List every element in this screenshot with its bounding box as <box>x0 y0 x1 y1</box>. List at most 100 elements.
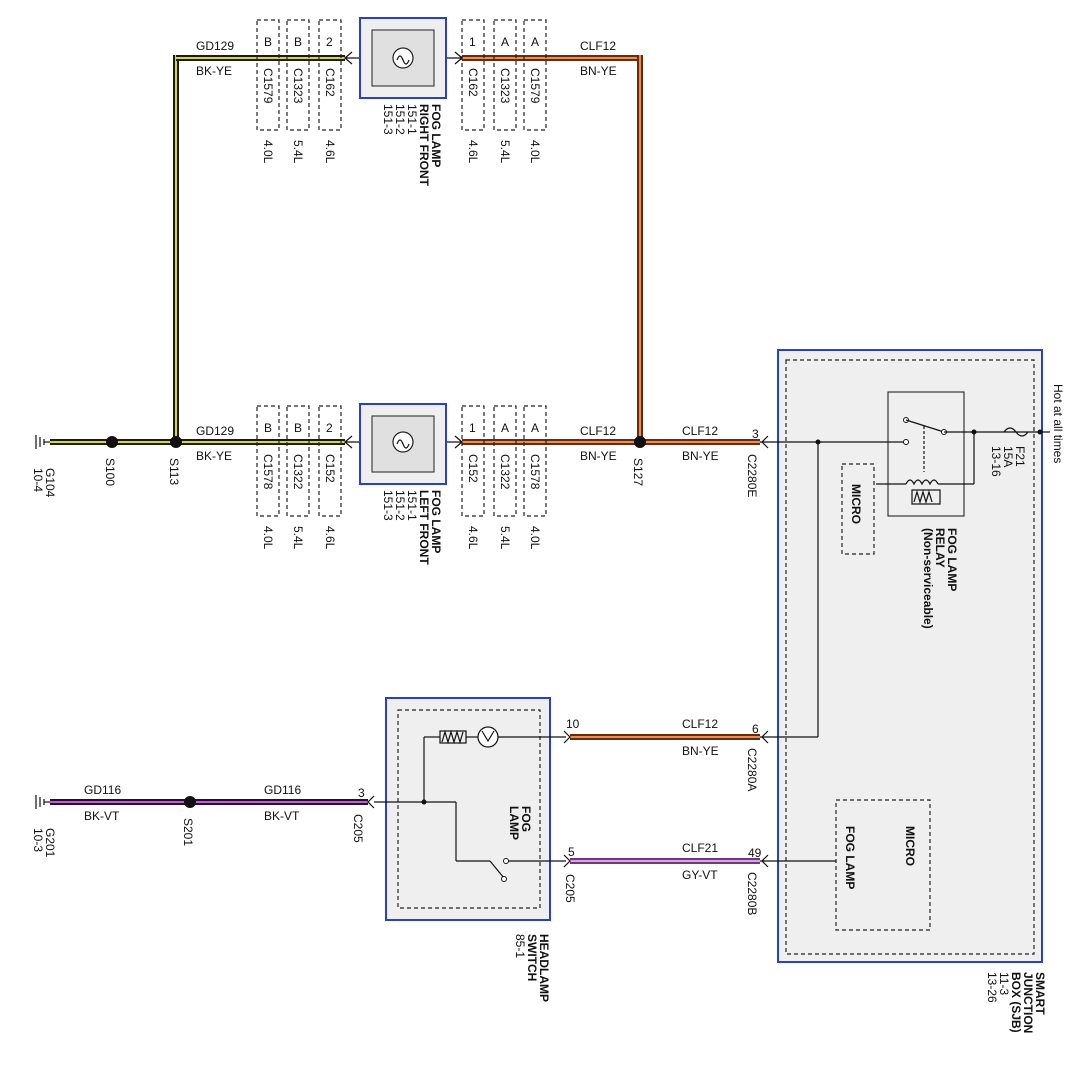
wire-label-gd116-right: GD116 <box>264 783 301 797</box>
wire-label-clf12-top: CLF12 <box>580 39 616 53</box>
svg-text:(Non-serviceable): (Non-serviceable) <box>921 528 935 629</box>
wire-label-bkye-top: BK-YE <box>196 64 232 78</box>
svg-text:C2280A: C2280A <box>745 748 759 791</box>
svg-text:FOG LAMP: FOG LAMP <box>429 104 443 167</box>
switch-pin-c205-3: 3 C205 <box>351 786 375 843</box>
wire-label-bnye-sjb: BN-YE <box>682 449 719 463</box>
svg-text:2: 2 <box>326 35 333 49</box>
svg-text:LEFT FRONT: LEFT FRONT <box>417 490 431 565</box>
ground-g104-label: G104 <box>43 468 57 498</box>
wire-label-bkvt-left: BK-VT <box>84 809 120 823</box>
splice-s127-dot <box>634 436 646 448</box>
svg-text:3: 3 <box>358 786 365 800</box>
ground-g104-ref: 10-4 <box>31 468 45 492</box>
svg-text:B: B <box>294 35 302 49</box>
lf-lamp-box <box>344 403 463 485</box>
wire-label-gd129-bottom: GD129 <box>196 424 234 438</box>
svg-text:B: B <box>264 35 272 49</box>
wire-label-clf21: CLF21 <box>682 841 718 855</box>
svg-text:C162: C162 <box>323 68 337 97</box>
svg-text:85-1: 85-1 <box>513 934 527 958</box>
wire-label-clf12-lf: CLF12 <box>580 424 616 438</box>
switch-pin-c205-5: 5 C205 <box>563 845 577 903</box>
svg-text:C1322: C1322 <box>498 454 512 490</box>
wire-label-gd116-left: GD116 <box>84 783 121 797</box>
micro-2-label: MICRO <box>903 826 917 866</box>
headlamp-switch-internal <box>374 726 566 882</box>
svg-text:4.0L: 4.0L <box>261 526 275 550</box>
splice-s113-dot <box>170 436 182 448</box>
ground-g104-symbol <box>35 435 50 449</box>
micro-2-fog-label: FOG LAMP <box>843 826 857 889</box>
svg-text:SMART: SMART <box>1033 972 1047 1015</box>
svg-text:4.0L: 4.0L <box>261 140 275 164</box>
svg-text:A: A <box>501 421 509 435</box>
svg-text:C1323: C1323 <box>498 68 512 104</box>
svg-text:C1579: C1579 <box>261 68 275 104</box>
svg-text:151-1: 151-1 <box>405 490 419 521</box>
svg-text:151-2: 151-2 <box>393 104 407 135</box>
svg-text:C1578: C1578 <box>528 454 542 490</box>
splice-s100-dot <box>106 436 118 448</box>
svg-text:4.0L: 4.0L <box>528 526 542 550</box>
headlamp-switch-inner-label: FOG LAMP <box>507 806 533 840</box>
svg-text:FOG LAMP: FOG LAMP <box>945 528 959 591</box>
svg-text:4.6L: 4.6L <box>323 140 337 164</box>
splice-s100-label: S100 <box>103 458 117 486</box>
ground-g201-ref: 10-3 <box>31 828 45 852</box>
sjb-label: SMART JUNCTION BOX (SJB) 11-3 13-26 <box>985 972 1047 1033</box>
wire-label-bnye-sw: BN-YE <box>682 744 719 758</box>
splice-s127-label: S127 <box>631 458 645 486</box>
svg-text:C2280B: C2280B <box>745 872 759 915</box>
svg-text:B: B <box>294 421 302 435</box>
svg-text:JUNCTION: JUNCTION <box>1021 972 1035 1033</box>
fuse-f21-label: F21 15A 13-16 <box>989 446 1027 477</box>
svg-text:B: B <box>264 421 272 435</box>
svg-text:C1323: C1323 <box>291 68 305 104</box>
ground-g201-label: G201 <box>43 828 57 858</box>
sjb-pin-c2280a: 6 C2280A <box>745 722 769 791</box>
rf-connector-right: 1 A A C162 C1323 C1579 4.6L 5.4L 4.0L <box>461 19 547 164</box>
rf-lamp-label: FOG LAMP RIGHT FRONT 151-1 151-2 151-3 <box>381 104 443 187</box>
headlamp-switch-label: HEADLAMP SWITCH 85-1 <box>513 934 551 1002</box>
svg-text:C2280E: C2280E <box>745 454 759 497</box>
svg-text:151-1: 151-1 <box>405 104 419 135</box>
wire-label-bkvt-right: BK-VT <box>264 809 300 823</box>
svg-text:151-2: 151-2 <box>393 490 407 521</box>
micro-1-box <box>841 463 875 555</box>
svg-text:4.0L: 4.0L <box>528 140 542 164</box>
svg-text:49: 49 <box>748 846 762 860</box>
svg-text:11-3: 11-3 <box>997 972 1011 995</box>
svg-text:4.6L: 4.6L <box>323 526 337 550</box>
wire-label-bnye-lf: BN-YE <box>580 449 617 463</box>
svg-text:C1322: C1322 <box>291 454 305 490</box>
svg-text:C1579: C1579 <box>528 68 542 104</box>
svg-text:5.4L: 5.4L <box>498 140 512 164</box>
svg-text:4.6L: 4.6L <box>466 526 480 550</box>
svg-text:151-3: 151-3 <box>381 104 395 135</box>
svg-text:A: A <box>501 35 509 49</box>
svg-text:6: 6 <box>752 722 759 736</box>
svg-text:1: 1 <box>469 35 476 49</box>
wire-label-bkye-bottom: BK-YE <box>196 449 232 463</box>
sjb-pin-c2280b: 49 C2280B <box>745 846 769 915</box>
svg-text:3: 3 <box>752 427 759 441</box>
svg-text:BOX (SJB): BOX (SJB) <box>1009 972 1023 1033</box>
svg-text:10: 10 <box>566 717 580 731</box>
svg-text:F21: F21 <box>1013 446 1027 467</box>
headlamp-switch-box <box>385 697 551 921</box>
switch-indicator-lamp-icon <box>477 726 499 748</box>
svg-text:LAMP: LAMP <box>507 806 521 840</box>
sjb-pin-c2280e: 3 C2280E <box>745 427 769 497</box>
svg-text:SWITCH: SWITCH <box>525 934 539 981</box>
rf-lamp-bulb-icon <box>392 47 414 69</box>
svg-text:151-3: 151-3 <box>381 490 395 521</box>
svg-text:A: A <box>531 35 539 49</box>
wire-label-clf12-sjb: CLF12 <box>682 424 718 438</box>
sjb-junction-dot <box>815 439 821 445</box>
micro-1-label: MICRO <box>849 484 863 524</box>
svg-text:RIGHT FRONT: RIGHT FRONT <box>417 104 431 187</box>
splice-s201-dot <box>184 796 196 808</box>
svg-text:C152: C152 <box>323 454 337 483</box>
